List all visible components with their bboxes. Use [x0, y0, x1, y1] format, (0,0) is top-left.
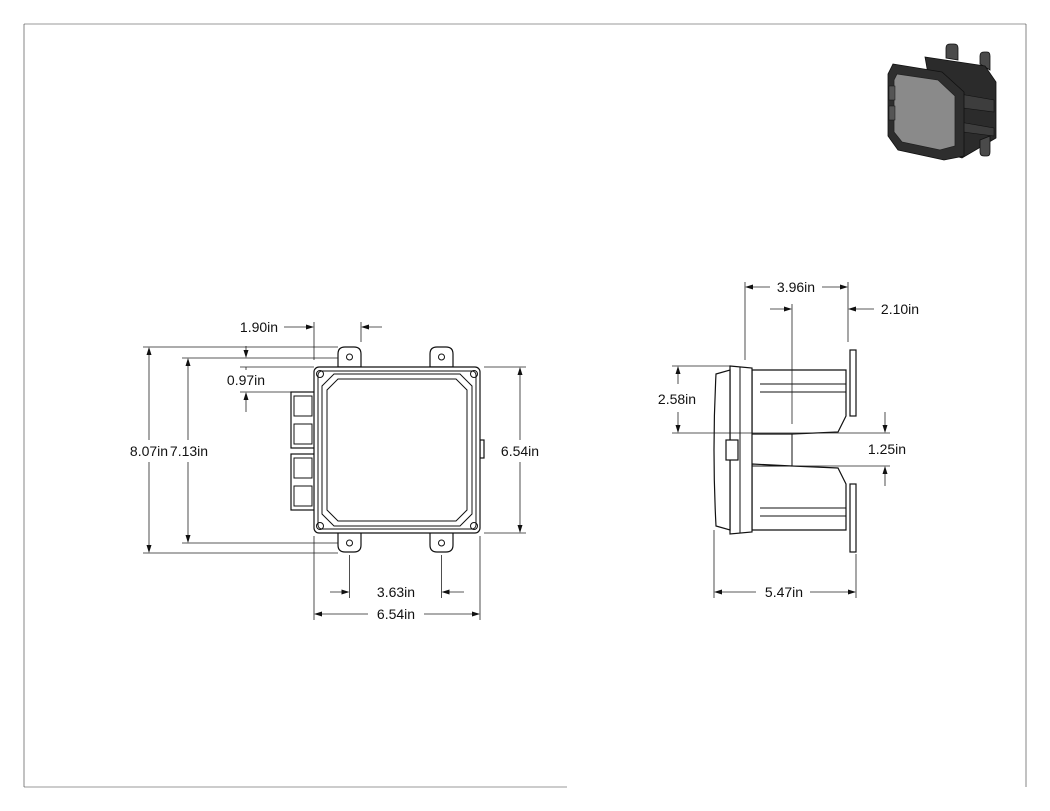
dim-body-width: 6.54in — [377, 606, 415, 622]
dimension-labels: 1.90in 0.97in 8.07in 7.13in 6.54in 3.63i… — [130, 279, 919, 622]
dim-tab-span-height: 7.13in — [170, 443, 208, 459]
front-view-part — [290, 346, 485, 553]
dim-tab-offset: 1.90in — [240, 319, 278, 335]
dim-tab-height: 0.97in — [227, 372, 265, 388]
dim-depth-a: 3.96in — [777, 279, 815, 295]
sheet-border — [23, 23, 1027, 788]
dim-overall-depth: 5.47in — [765, 584, 803, 600]
side-view-dimensions — [672, 282, 890, 598]
dim-flange-offset: 2.10in — [881, 301, 919, 317]
dim-upper-height: 2.58in — [658, 391, 696, 407]
dim-hole-spacing: 3.63in — [377, 584, 415, 600]
front-view-dimensions — [143, 322, 526, 620]
dim-slot-height: 1.25in — [868, 441, 906, 457]
dim-body-height: 6.54in — [501, 443, 539, 459]
isometric-view — [887, 43, 997, 161]
dim-overall-height: 8.07in — [130, 443, 168, 459]
side-view-part — [713, 349, 857, 553]
